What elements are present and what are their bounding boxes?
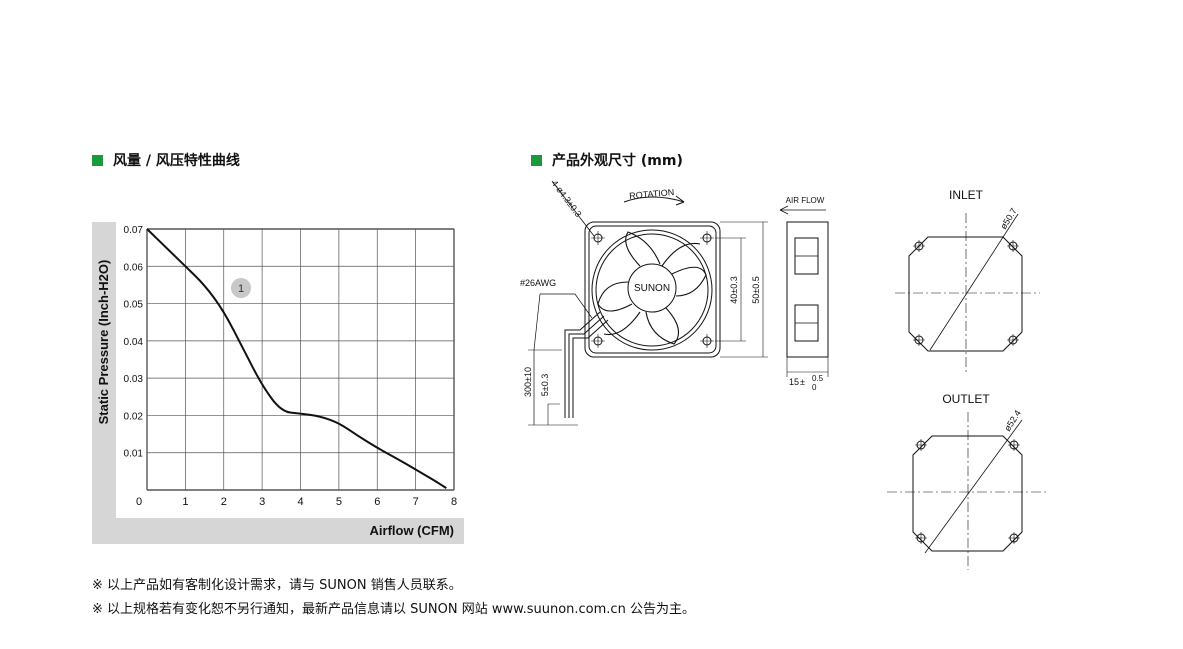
x-tick-label: 5	[336, 496, 342, 508]
mounting-holes	[591, 231, 714, 348]
x-tick-label: 6	[374, 496, 380, 508]
hole-leader-line	[551, 180, 595, 237]
inlet-dia-leader	[929, 213, 1019, 351]
lead-length-label: 300±10	[523, 367, 533, 397]
fan-blade-edge	[603, 311, 641, 336]
x-tick-label: 8	[451, 496, 457, 508]
airflow-arrow	[779, 205, 826, 215]
wire-gauge-label: #26AWG	[520, 278, 556, 288]
fan-blade	[625, 231, 661, 267]
holes-label: 4-ø4.3±0.3	[549, 178, 583, 219]
y-tick-label: 0.04	[124, 337, 144, 348]
wire-leader	[540, 293, 593, 319]
outlet-diameter-label: ø52.4	[1002, 408, 1023, 433]
x-tick-label: 2	[221, 496, 227, 508]
rotation-arrow-head	[675, 195, 685, 206]
airflow-label: AIR FLOW	[786, 196, 825, 205]
fan-blade	[645, 307, 680, 345]
note-custom-design: ※ 以上产品如有客制化设计需求，请与 SUNON 销售人员联系。	[92, 578, 462, 593]
hole-crosshairs	[591, 231, 714, 348]
thickness-label: 15±	[789, 377, 805, 387]
fan-frame-outline	[584, 221, 721, 358]
rotation-arrow	[623, 196, 685, 203]
fan-blade	[597, 281, 633, 312]
fan-side-view	[779, 205, 829, 377]
strip-length-label: 5±0.3	[540, 374, 550, 396]
inlet-outline	[908, 236, 1023, 352]
chart-section-title: 风量 / 风压特性曲线	[92, 150, 240, 170]
curve-marker-label: 1	[238, 283, 244, 295]
outlet-label: OUTLET	[942, 392, 990, 406]
curve-marker-1: 1	[231, 278, 251, 298]
chart-plot-panel	[116, 222, 464, 518]
y-tick-label: 0.03	[124, 374, 144, 385]
x-axis-label: Airflow (CFM)	[370, 523, 454, 538]
fan-hub	[627, 263, 677, 313]
y-tick-label: 0.02	[124, 411, 144, 422]
fan-frame-inner	[588, 225, 717, 354]
chart-grid	[146, 228, 455, 491]
dim-outer-label: 50±0.5	[751, 276, 761, 303]
inlet-label: INLET	[949, 188, 984, 202]
dim-outer-lines	[720, 221, 768, 358]
green-square-icon	[531, 154, 542, 166]
lead-dim-extensions	[528, 349, 578, 426]
rotation-label: ROTATION	[629, 187, 675, 201]
fan-brand-label: SUNON	[634, 283, 670, 294]
dim-inner-label: 40±0.3	[729, 276, 739, 303]
x-tick-label: 0	[136, 496, 142, 508]
green-square-icon	[92, 154, 103, 166]
x-tick-label: 3	[259, 496, 265, 508]
lead-dim-line	[533, 293, 541, 425]
x-tick-label: 1	[182, 496, 188, 508]
inlet-hole-crosshairs	[913, 240, 1019, 346]
curve-marker-circle	[231, 278, 251, 298]
fan-blades	[597, 231, 707, 345]
outlet-centerlines	[887, 412, 1048, 570]
y-tick-label: 0.01	[124, 449, 144, 460]
x-tick-label: 7	[413, 496, 419, 508]
chart-section-title-text: 风量 / 风压特性曲线	[113, 153, 240, 169]
thickness-tol-minus: 0	[812, 383, 817, 392]
fan-blade-edge	[661, 242, 701, 267]
y-tick-label: 0.05	[124, 300, 144, 311]
dimension-section-title: 产品外观尺寸 (mm)	[531, 150, 683, 170]
thickness-pm: ±	[800, 377, 805, 387]
inlet-view	[895, 213, 1040, 372]
fan-front-view	[528, 180, 768, 426]
fan-housing-circle	[591, 229, 713, 351]
side-outline	[786, 221, 829, 358]
thickness-dim-lines	[786, 357, 829, 377]
fan-blade	[671, 266, 707, 297]
series-curve-1	[146, 228, 447, 489]
y-tick-label: 0.06	[124, 262, 144, 273]
pq-chart-svg: 0 1 2 3 4 5 6 7 8 0.01 0.02 0.03 0.04 0.05 0.06 0.07 St…	[92, 222, 464, 544]
y-axis-label: Static Pressure (Inch-H2O)	[96, 260, 111, 425]
x-tick-label: 4	[297, 496, 303, 508]
dimension-section-title-text: 产品外观尺寸 (mm)	[552, 153, 683, 169]
outlet-dia-leader	[924, 419, 1023, 554]
side-slot-dividers	[795, 255, 818, 324]
outlet-outline	[912, 435, 1023, 552]
dim-inner-lines	[715, 237, 746, 342]
pq-chart: 0 1 2 3 4 5 6 7 8 0.01 0.02 0.03 0.04 0.05 0.06 0.07 St…	[92, 222, 464, 548]
chart-ticks: 0 1 2 3 4 5 6 7 8 0.01 0.02 0.03 0.04 0.05 0.06 0.07	[124, 225, 458, 508]
inlet-centerlines	[895, 213, 1040, 372]
thickness-main: 15	[789, 377, 799, 387]
thickness-tol-plus: 0.5	[812, 374, 824, 383]
fan-housing-inner	[595, 233, 709, 347]
inlet-diameter-label: ø50.7	[998, 206, 1019, 231]
outlet-view	[887, 412, 1048, 570]
y-tick-label: 0.07	[124, 225, 144, 236]
outlet-hole-crosshairs	[915, 439, 1020, 544]
note-spec-change: ※ 以上规格若有变化恕不另行通知，最新产品信息请以 SUNON 网站 www.s…	[92, 602, 695, 617]
fan-lead-wires	[564, 311, 609, 418]
